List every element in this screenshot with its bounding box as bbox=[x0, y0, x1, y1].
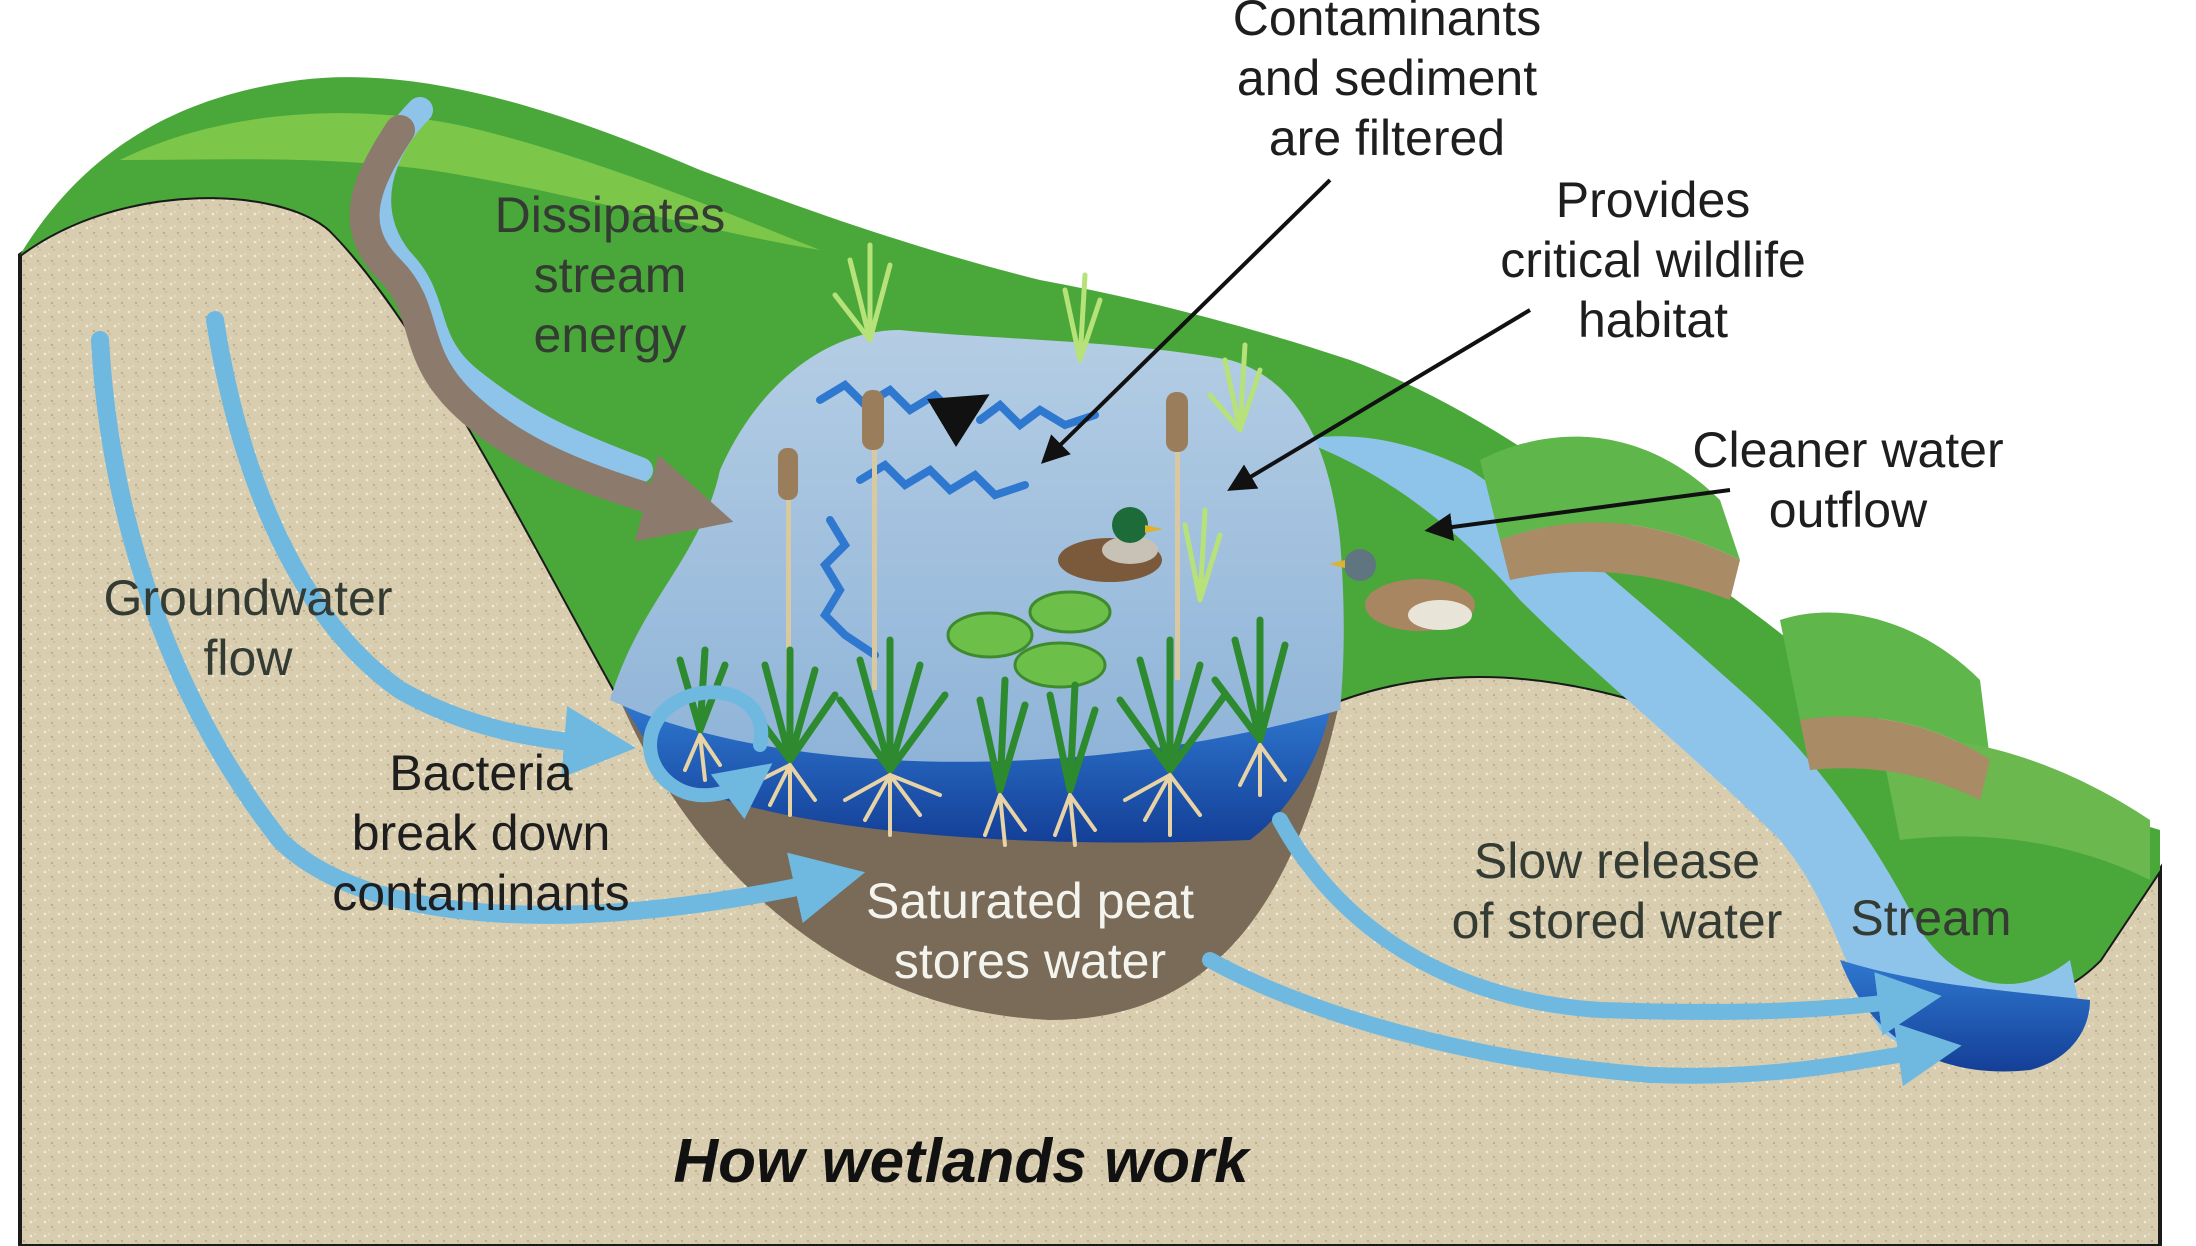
label-dissipates-line: stream bbox=[534, 247, 687, 303]
label-contaminants-line: and sediment bbox=[1237, 50, 1537, 106]
label-habitat-line: Provides bbox=[1556, 172, 1751, 228]
stream-channel bbox=[1300, 436, 2080, 1066]
stream-bank-edge bbox=[1500, 522, 1740, 600]
label-contaminants-line: Contaminants bbox=[1233, 0, 1542, 46]
label-groundwater: Groundwater flow bbox=[103, 570, 392, 686]
label-bacteria-line: Bacteria bbox=[389, 745, 573, 801]
label-dissipates: Dissipates stream energy bbox=[495, 187, 726, 363]
label-bacteria-line: contaminants bbox=[332, 865, 629, 921]
stream-bank bbox=[1780, 612, 1990, 760]
label-peat-line: Saturated peat bbox=[866, 873, 1194, 929]
label-cleaner-line: Cleaner water bbox=[1692, 422, 2003, 478]
callout-habitat-line bbox=[1227, 308, 1532, 491]
stream-bank-edge bbox=[1800, 716, 1990, 800]
label-dissipates-line: Dissipates bbox=[495, 187, 726, 243]
grass-highlight bbox=[120, 113, 820, 250]
stream-energy-arrow bbox=[349, 115, 734, 542]
label-habitat-line: habitat bbox=[1578, 292, 1728, 348]
label-peat: Saturated peat stores water bbox=[866, 873, 1194, 989]
label-groundwater-line: flow bbox=[204, 630, 294, 686]
cattails bbox=[778, 390, 1188, 690]
callout-lines bbox=[1041, 178, 1731, 541]
label-slow-release-line: of stored water bbox=[1452, 893, 1783, 949]
label-contaminants-line: are filtered bbox=[1269, 110, 1505, 166]
label-cleaner: Cleaner water outflow bbox=[1692, 422, 2003, 538]
label-groundwater-line: Groundwater bbox=[103, 570, 392, 626]
duck-icon bbox=[1058, 507, 1163, 582]
callout-cleaner-line bbox=[1424, 488, 1731, 541]
label-cleaner-line: outflow bbox=[1769, 482, 1928, 538]
label-bacteria-line: break down bbox=[352, 805, 611, 861]
water-flow-squiggles bbox=[816, 379, 1099, 659]
wetland-plants bbox=[676, 242, 1289, 794]
plant-roots bbox=[683, 733, 1287, 847]
label-habitat-line: critical wildlife bbox=[1500, 232, 1806, 288]
label-peat-line: stores water bbox=[894, 933, 1166, 989]
diagram-title: How wetlands work bbox=[673, 1127, 1252, 1196]
label-habitat: Provides critical wildlife habitat bbox=[1500, 172, 1806, 348]
label-dissipates-line: energy bbox=[534, 307, 687, 363]
duck-icon bbox=[1329, 549, 1475, 631]
label-bacteria: Bacteria break down contaminants bbox=[332, 745, 629, 921]
groundwater-arrows bbox=[91, 311, 1962, 1087]
label-slow-release-line: Slow release bbox=[1474, 833, 1760, 889]
label-stream: Stream bbox=[1850, 890, 2011, 946]
callout-contaminants-line bbox=[1041, 178, 1332, 464]
label-slow-release: Slow release of stored water bbox=[1452, 833, 1783, 949]
bacteria-cycle-arrow bbox=[643, 685, 773, 820]
lily-pads bbox=[946, 590, 1112, 689]
stream-bank bbox=[1480, 436, 1740, 560]
label-contaminants: Contaminants and sediment are filtered bbox=[1233, 0, 1542, 166]
